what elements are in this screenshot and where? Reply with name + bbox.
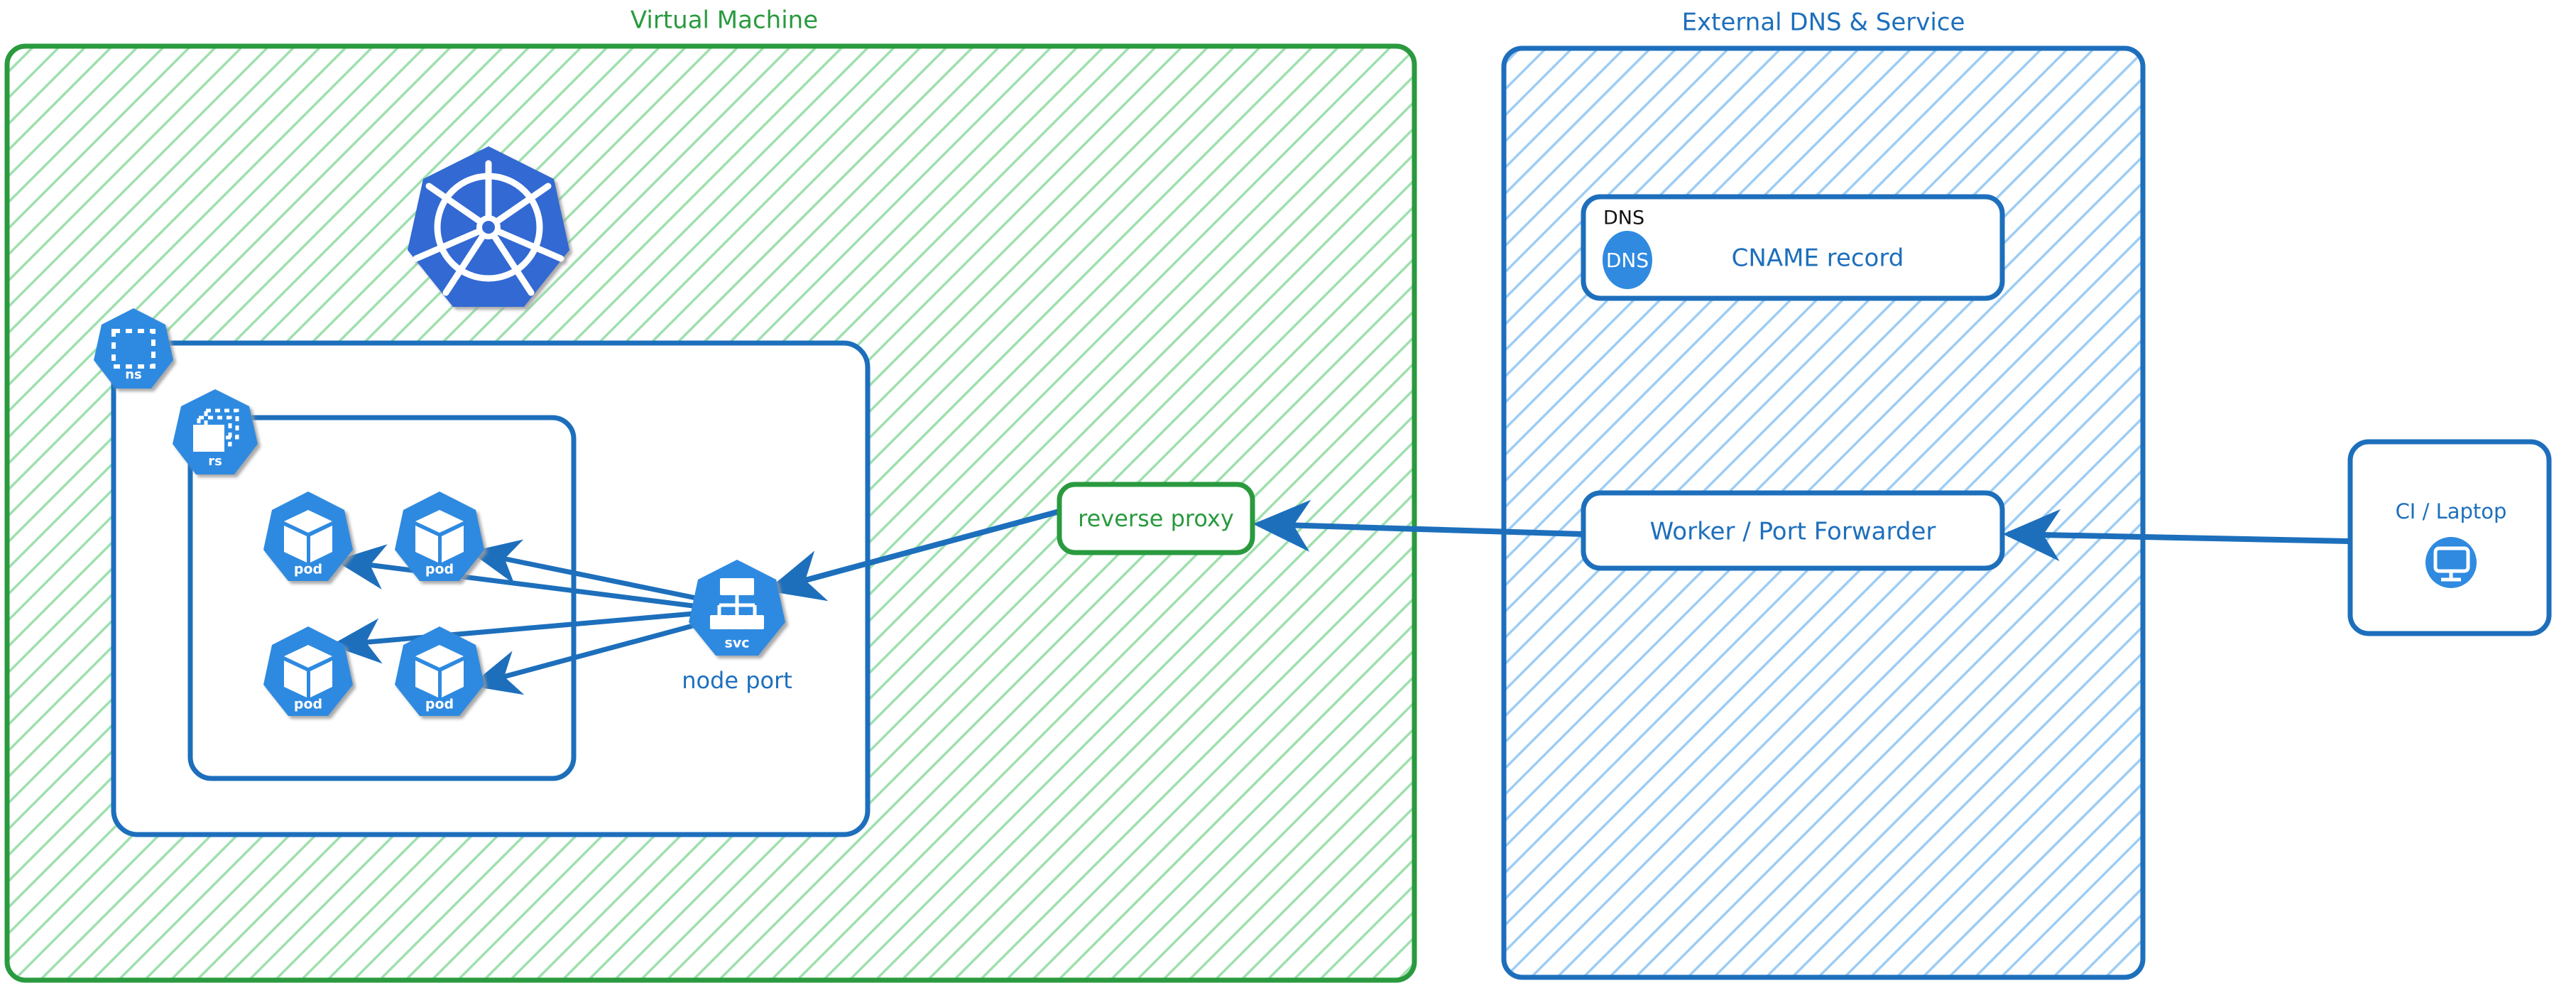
zone-external-dns-service-title: External DNS & Service bbox=[1682, 9, 1965, 37]
zone-virtual-machine-title: Virtual Machine bbox=[631, 6, 818, 35]
reverse-proxy-box-frame bbox=[1057, 482, 1255, 555]
edge-ci-laptop-to-worker bbox=[2002, 509, 2351, 562]
pod-4-icon: pod bbox=[395, 626, 484, 716]
pod-3-icon: pod bbox=[263, 626, 353, 716]
pod-4-label: pod bbox=[425, 697, 454, 712]
pod-2-icon: pod bbox=[395, 492, 484, 581]
replicaset-container bbox=[187, 415, 577, 781]
service-icon-label: svc bbox=[725, 636, 750, 651]
reverse-proxy-box[interactable]: reverse proxy bbox=[1057, 482, 1255, 555]
service-icon: svc bbox=[689, 560, 785, 656]
desktop-monitor-icon bbox=[2425, 537, 2477, 588]
dns-badge-icon bbox=[1603, 231, 1652, 289]
dns-card[interactable]: DNS DNS CNAME record bbox=[1581, 194, 2005, 301]
ci-laptop-label: CI / Laptop bbox=[2396, 499, 2507, 523]
pod-1-icon: pod bbox=[263, 492, 353, 581]
replicaset-icon-label: rs bbox=[208, 454, 222, 469]
namespace-icon: ns bbox=[94, 308, 173, 389]
edge-group-service-to-pods bbox=[330, 539, 712, 695]
dns-card-frame bbox=[1581, 194, 2005, 301]
ci-laptop-box[interactable]: CI / Laptop bbox=[2347, 439, 2552, 636]
reverse-proxy-label: reverse proxy bbox=[1078, 505, 1234, 532]
pod-2-label: pod bbox=[425, 562, 454, 577]
edge-worker-to-reverse-proxy bbox=[1252, 499, 1584, 552]
namespace-icon-label: ns bbox=[125, 367, 142, 382]
worker-port-forwarder-frame bbox=[1581, 490, 2005, 571]
edge-svc-to-pod-1 bbox=[334, 544, 711, 611]
cname-record-label: CNAME record bbox=[1732, 244, 1904, 273]
edge-svc-to-pod-3 bbox=[330, 609, 711, 664]
pod-1-label: pod bbox=[294, 562, 322, 577]
worker-port-forwarder-box[interactable]: Worker / Port Forwarder bbox=[1581, 490, 2005, 571]
dns-card-sub-label: DNS bbox=[1603, 207, 1644, 229]
node-port-label: node port bbox=[682, 667, 792, 694]
edge-svc-to-pod-2 bbox=[469, 539, 711, 604]
replicaset-icon: rs bbox=[173, 389, 258, 474]
pod-3-label: pod bbox=[294, 697, 322, 712]
edge-reverse-proxy-to-service bbox=[765, 509, 1061, 602]
edge-svc-to-pod-4 bbox=[469, 618, 712, 695]
worker-port-forwarder-label: Worker / Port Forwarder bbox=[1650, 518, 1936, 546]
kubernetes-logo-icon bbox=[408, 146, 569, 307]
dns-badge-label: DNS bbox=[1606, 249, 1649, 272]
